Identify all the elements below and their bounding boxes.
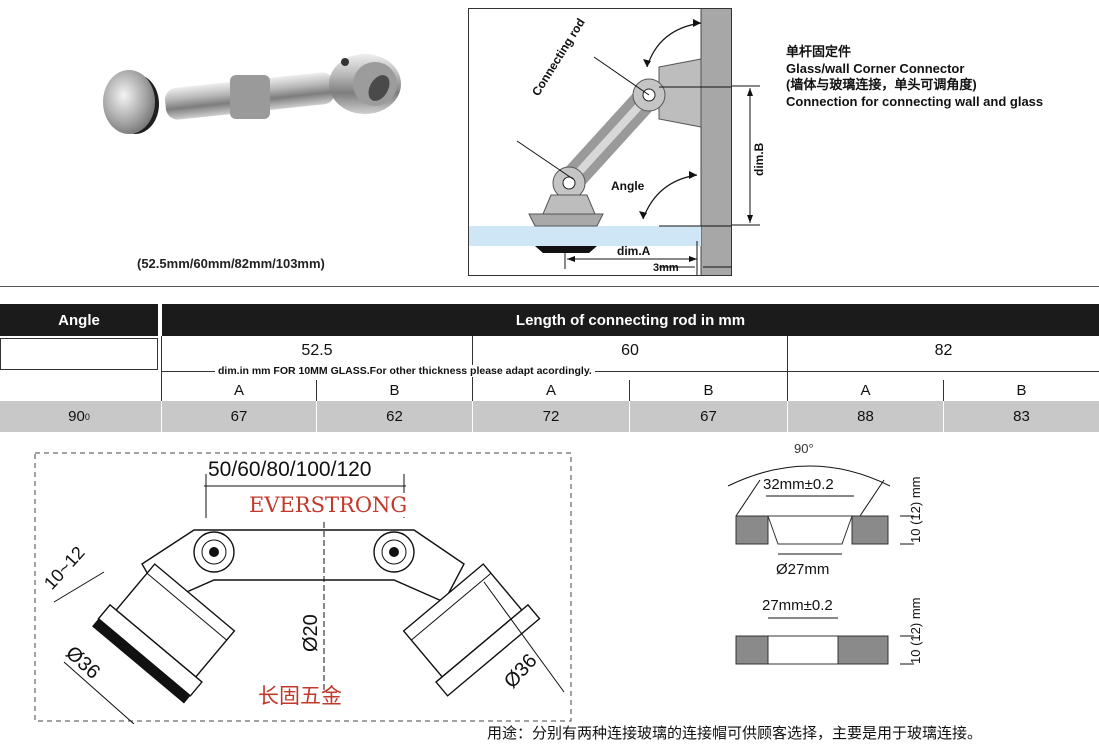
hole-top-unit: mm (908, 476, 923, 499)
dim-b-line (732, 85, 760, 226)
length-60: 60 (621, 342, 639, 359)
center-diameter-label: Ø20 (300, 614, 322, 652)
hole-angle-label: 90° (794, 441, 814, 456)
length-52-5: 52.5 (301, 342, 333, 359)
angle-unit: 0 (84, 411, 90, 422)
wall-shape (701, 9, 731, 275)
sub-header-b: B (703, 381, 714, 399)
angle-number: 90 (68, 408, 85, 425)
table-hline (161, 371, 1099, 372)
table-vline (787, 336, 788, 432)
length-options-label: 50/60/80/100/120 (208, 458, 372, 481)
angle-empty-cell (0, 338, 158, 370)
value-cell: 62 (386, 408, 403, 425)
length-header: Length of connecting rod in mm (162, 304, 1099, 336)
table-vline (787, 401, 788, 432)
value-cell: 72 (542, 408, 560, 425)
hole-lower-thickness-alt: (12) (908, 622, 923, 646)
table-vline (316, 401, 317, 432)
hole-lower-thickness: 10 (12) mm (908, 597, 923, 664)
hole-lower-unit: mm (908, 597, 923, 620)
chinese-brand-watermark: 长固五金 (258, 684, 342, 708)
data-row-bg (0, 401, 1099, 432)
hole-lower-thickness-value: 10 (908, 649, 923, 664)
angle-header: Angle (0, 304, 158, 336)
length-82: 82 (934, 342, 953, 359)
glass-shape (469, 226, 701, 246)
sub-header-a: A (233, 381, 244, 399)
description-cn-detail: (墙体与玻璃连接，单头可调角度) (786, 77, 977, 92)
hole-bottom-diameter-label: Ø27mm (776, 561, 830, 578)
table-vline (472, 336, 473, 432)
table-vline (943, 401, 944, 432)
usage-note: 用途：分别有两种连接玻璃的连接帽可供顾客选择，主要是用于玻璃连接。 (487, 725, 983, 742)
sub-header-a: A (860, 381, 871, 399)
table-vline (629, 401, 630, 432)
table-vline (472, 401, 473, 432)
gap-label: 3mm (653, 262, 679, 274)
dim-a-label: dim.A (617, 244, 651, 258)
table-vline (161, 336, 162, 432)
value-cell: 88 (857, 408, 874, 425)
hole-top-width-label: 32mm±0.2 (763, 476, 834, 493)
table-note: dim.in mm FOR 10MM GLASS.For other thick… (215, 365, 595, 377)
value-cell: 67 (230, 408, 248, 425)
sub-header-b: B (389, 381, 400, 399)
section-divider (0, 286, 1099, 287)
hole-top-thickness-value: 10 (908, 528, 923, 543)
hole-lower-width-label: 27mm±0.2 (762, 597, 833, 614)
photo-caption: (52.5mm/60mm/82mm/103mm) (137, 256, 325, 271)
product-photo (103, 54, 401, 134)
installation-schematic: Connecting rod Angle dim.A 3mm (468, 8, 732, 276)
product-description: 单杆固定件 Glass/wall Corner Connector (墙体与玻璃… (786, 44, 1086, 110)
glass-hole-drawing (727, 465, 914, 665)
description-cn-title: 单杆固定件 (786, 44, 852, 59)
sub-header-a: A (545, 381, 556, 399)
angle-label: Angle (611, 179, 645, 193)
value-cell: 83 (1013, 408, 1030, 425)
table-vline (161, 401, 162, 432)
sub-header-b: B (1016, 381, 1027, 399)
hole-top-thickness-alt: (12) (908, 501, 923, 525)
description-en-detail: Connection for connecting wall and glass (786, 93, 1044, 109)
dimension-table: Angle Length of connecting rod in mm 52.… (0, 304, 1099, 432)
value-cell: 67 (700, 408, 717, 425)
description-en-title: Glass/wall Corner Connector (786, 60, 965, 76)
brand-watermark: EVERSTRONG (247, 493, 410, 517)
technical-drawing (34, 452, 572, 724)
hole-top-thickness: 10 (12) mm (908, 476, 923, 543)
